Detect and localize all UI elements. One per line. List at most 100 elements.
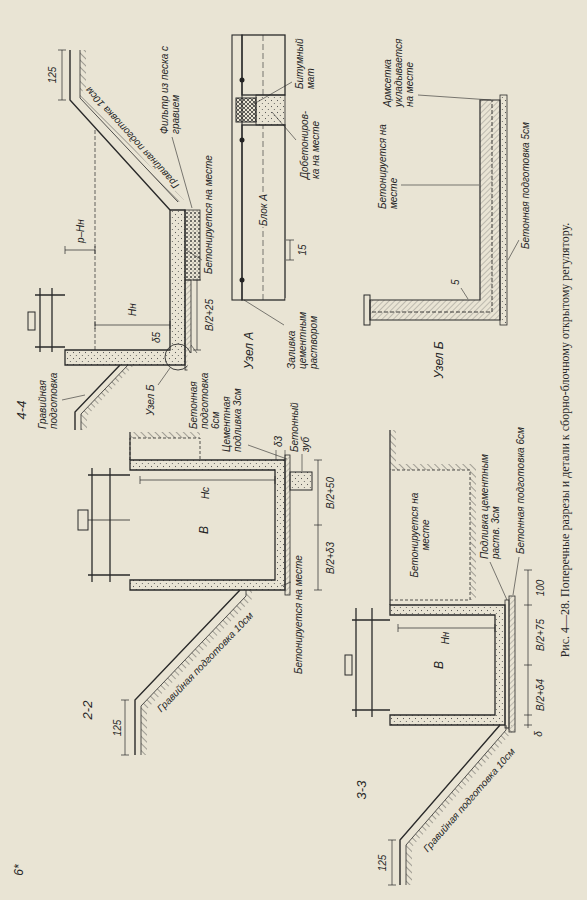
dimension-label: В/2+25 bbox=[204, 298, 215, 332]
section-2-2-stroke bbox=[276, 450, 285, 460]
detail-a-stroke bbox=[242, 35, 285, 95]
dimension-label: 15 bbox=[297, 243, 308, 256]
detail-b bbox=[364, 95, 519, 325]
section-title: Узел Б bbox=[433, 340, 446, 379]
dimension-label: δ3 bbox=[273, 435, 284, 448]
section-4-4-stroke bbox=[81, 365, 134, 430]
dimension-label: В/2+δ4 bbox=[535, 678, 546, 712]
section-2-2-stroke bbox=[285, 455, 290, 595]
section-2-2-stroke bbox=[130, 432, 200, 438]
section-3-3-stroke bbox=[390, 605, 505, 725]
dimension-label: 125 bbox=[47, 66, 58, 85]
section-3-3-stroke bbox=[388, 840, 396, 885]
section-3-3-stroke bbox=[400, 725, 500, 885]
callout-note: Бетонная подготовка 6см bbox=[515, 426, 526, 555]
section-3-3 bbox=[345, 430, 532, 885]
section-4-4-stroke bbox=[193, 280, 201, 350]
callout-note: Бетонируется на месте bbox=[293, 554, 304, 675]
callout-note: Цементная подливка 3см bbox=[221, 381, 243, 453]
detail-b-stroke bbox=[401, 95, 519, 299]
dimension-label: 125 bbox=[377, 854, 388, 873]
detail-a-stroke bbox=[232, 35, 242, 300]
section-4-4-stroke bbox=[95, 130, 96, 350]
callout-note: Бетонный зуб bbox=[289, 396, 311, 453]
dimension-label: 5 bbox=[450, 278, 461, 286]
detail-a bbox=[232, 35, 296, 325]
section-title: 3-3 bbox=[355, 780, 369, 801]
callout-note: Гравийная подготовка 10см bbox=[154, 609, 256, 715]
section-2-2-stroke bbox=[129, 432, 130, 460]
callout-note: Бетонная подготовка 5см bbox=[520, 121, 531, 250]
detail-a-stroke bbox=[242, 125, 285, 300]
detail-a-stroke bbox=[244, 82, 296, 325]
section-4-4-stroke bbox=[185, 210, 200, 280]
section-4-4-stroke bbox=[35, 288, 65, 352]
callout-note: Добетониров- ка на месте bbox=[299, 106, 321, 180]
dimension-label: δ5 bbox=[151, 331, 162, 344]
section-2-2 bbox=[78, 432, 322, 755]
section-2-2-stroke bbox=[88, 520, 130, 521]
figure-caption: Рис. 4—28. Поперечные разрезы и детали к… bbox=[559, 222, 572, 659]
section-title: 2-2 bbox=[81, 700, 95, 721]
detail-a-stroke bbox=[256, 95, 285, 125]
callout-note: Гравийная подготовка bbox=[37, 368, 59, 430]
detail-b-stroke bbox=[370, 100, 500, 320]
section-2-2-stroke bbox=[314, 460, 322, 590]
detail-a-stroke bbox=[240, 138, 245, 143]
detail-b-stroke bbox=[500, 95, 507, 325]
section-3-3-stroke bbox=[524, 570, 532, 728]
callout-note: Бетонируется на месте bbox=[203, 154, 214, 275]
dimension-label: В bbox=[198, 525, 211, 535]
detail-a-stroke bbox=[240, 78, 245, 83]
section-4-4-stroke bbox=[65, 210, 185, 365]
callout-note: Узел Б bbox=[145, 384, 156, 417]
callout-note: Битумный мат bbox=[294, 33, 316, 90]
dimension-label: В/2+75 bbox=[535, 618, 546, 652]
page-number: 6* bbox=[13, 863, 26, 876]
callout-note: Заливка цементным раствором bbox=[286, 298, 319, 370]
section-3-3-stroke bbox=[490, 557, 519, 600]
dimension-label: В bbox=[433, 660, 446, 670]
callout-note: Блок А bbox=[258, 193, 269, 227]
detail-a-stroke bbox=[286, 240, 294, 260]
dimension-label: Нс bbox=[200, 486, 211, 500]
section-2-2-stroke bbox=[88, 468, 130, 582]
section-3-3-stroke bbox=[505, 600, 509, 728]
dimension-label: 100 bbox=[535, 579, 546, 598]
callout-note: Бетонная подготовка 6см bbox=[188, 353, 221, 430]
section-3-3-stroke bbox=[345, 655, 352, 675]
dimension-label: Нн bbox=[127, 302, 138, 317]
section-3-3-stroke bbox=[390, 470, 470, 600]
section-4-4-stroke bbox=[65, 246, 95, 254]
callout-note: Подливка цементным раств. 3см bbox=[479, 448, 501, 560]
dimension-label: Нн bbox=[440, 631, 451, 646]
callout-note: Бетонируется на месте bbox=[409, 484, 431, 586]
section-4-4-stroke bbox=[58, 50, 66, 100]
section-3-3-stroke bbox=[352, 608, 390, 717]
section-3-3-stroke bbox=[509, 596, 515, 732]
detail-b-stroke bbox=[372, 100, 492, 312]
callout-note: Фильтр из песка с гравием bbox=[159, 43, 181, 135]
callout-note: Бетонируется на месте bbox=[377, 118, 399, 210]
section-4-4-stroke bbox=[62, 137, 202, 400]
dimension-label: 125 bbox=[112, 719, 123, 738]
section-2-2-stroke bbox=[130, 438, 200, 460]
section-2-2-stroke bbox=[140, 476, 275, 484]
detail-a-stroke bbox=[263, 35, 264, 300]
detail-a-stroke bbox=[240, 278, 245, 283]
detail-a-stroke bbox=[236, 98, 256, 122]
section-title: 4-4 bbox=[15, 400, 29, 421]
callout-note: Армсетка укладывается на месте bbox=[382, 31, 415, 108]
detail-b-stroke bbox=[364, 295, 370, 325]
section-3-3-stroke bbox=[390, 430, 476, 600]
section-title: Узел А bbox=[243, 331, 256, 370]
dimension-label: р–Нн bbox=[75, 218, 86, 244]
dimension-label: В/2+δ3 bbox=[325, 541, 336, 575]
section-4-4-stroke bbox=[95, 321, 170, 329]
section-4-4-stroke bbox=[28, 312, 35, 330]
section-2-2-stroke bbox=[290, 472, 312, 490]
dimension-label: δ bbox=[533, 730, 544, 738]
section-2-2-stroke bbox=[130, 460, 285, 590]
section-2-2-stroke bbox=[78, 510, 88, 530]
